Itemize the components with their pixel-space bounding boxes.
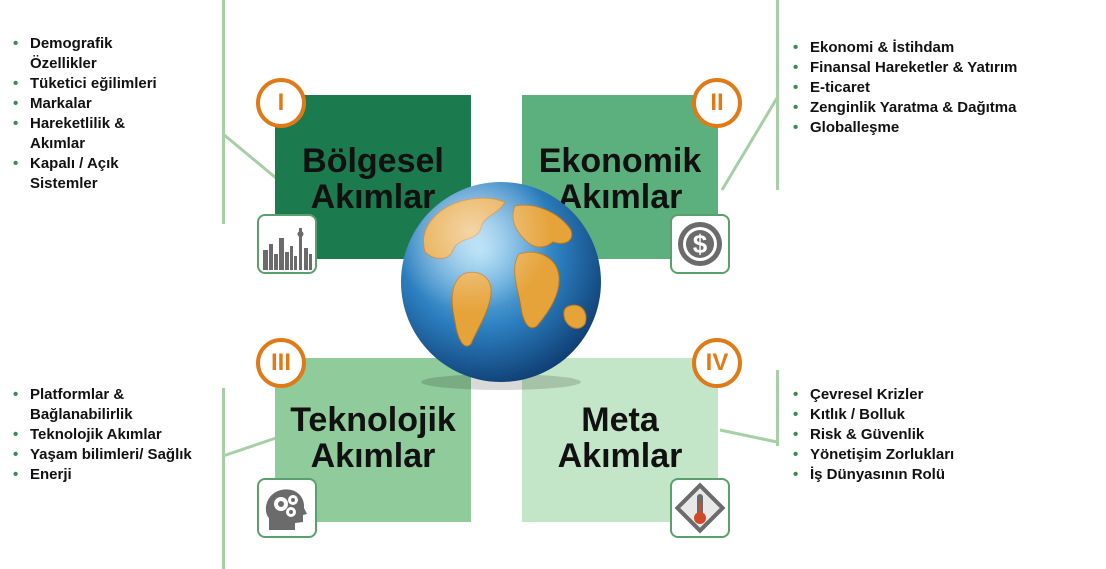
list-item: Yönetişim Zorlukları — [790, 445, 1050, 465]
quadrant-meta-title-line1: Meta — [581, 401, 659, 439]
list-item: Ekonomi & İstihdam — [790, 38, 1104, 58]
gears-head-icon — [257, 478, 317, 538]
list-item: Zenginlik Yaratma & Dağıtma — [790, 98, 1104, 118]
list-item: Platformlar & Bağlanabilirlik — [10, 385, 195, 425]
svg-text:$: $ — [693, 229, 708, 259]
list-item: İş Dünyasının Rolü — [790, 465, 1050, 485]
list-tech-topics: Platformlar & Bağlanabilirlik Teknolojik… — [10, 385, 220, 485]
globe-icon — [401, 182, 601, 390]
vertical-line-top-right — [776, 0, 779, 190]
dollar-icon: $ — [670, 214, 730, 274]
badge-numeral-3: III — [256, 338, 306, 388]
city-skyline-icon — [257, 214, 317, 274]
vertical-line-bottom-right — [776, 370, 779, 446]
climate-thermometer-icon — [670, 478, 730, 538]
vertical-line-top-left — [222, 0, 225, 224]
badge-numeral-1: I — [256, 78, 306, 128]
list-item: Enerji — [10, 465, 220, 485]
list-economic-topics: Ekonomi & İstihdam Finansal Hareketler &… — [790, 38, 1104, 138]
quadrant-regional-title-line1: Bölgesel — [302, 142, 444, 180]
list-item: Teknolojik Akımlar — [10, 425, 220, 445]
list-item: Hareketlilik & Akımlar — [10, 114, 170, 154]
list-item: Yaşam bilimleri/ Sağlık — [10, 445, 195, 465]
list-item: Demografik Özellikler — [10, 34, 170, 74]
quadrant-economic-title-line2: Akımlar — [557, 178, 683, 216]
quadrant-technological-title-line2: Akımlar — [310, 437, 436, 475]
list-item: Risk & Güvenlik — [790, 425, 1050, 445]
list-item: Tüketici eğilimleri — [10, 74, 215, 94]
quadrant-meta-title-line2: Akımlar — [557, 437, 683, 475]
list-item: Kapalı / Açık Sistemler — [10, 154, 170, 194]
list-item: Finansal Hareketler & Yatırım — [790, 58, 1104, 78]
list-item: E-ticaret — [790, 78, 1104, 98]
list-item: Markalar — [10, 94, 215, 114]
list-item: Globalleşme — [790, 118, 1104, 138]
quadrant-regional-title-line2: Akımlar — [310, 178, 436, 216]
vertical-line-bottom-left — [222, 388, 225, 569]
list-meta-topics: Çevresel Krizler Kıtlık / Bolluk Risk & … — [790, 385, 1050, 485]
badge-numeral-4: IV — [692, 338, 742, 388]
list-item: Çevresel Krizler — [790, 385, 1050, 405]
badge-numeral-2: II — [692, 78, 742, 128]
list-item: Kıtlık / Bolluk — [790, 405, 1050, 425]
quadrant-technological-title-line1: Teknolojik — [290, 401, 456, 439]
list-regional-topics: Demografik Özellikler Tüketici eğilimler… — [10, 34, 215, 194]
quadrant-economic-title-line1: Ekonomik — [538, 142, 702, 180]
